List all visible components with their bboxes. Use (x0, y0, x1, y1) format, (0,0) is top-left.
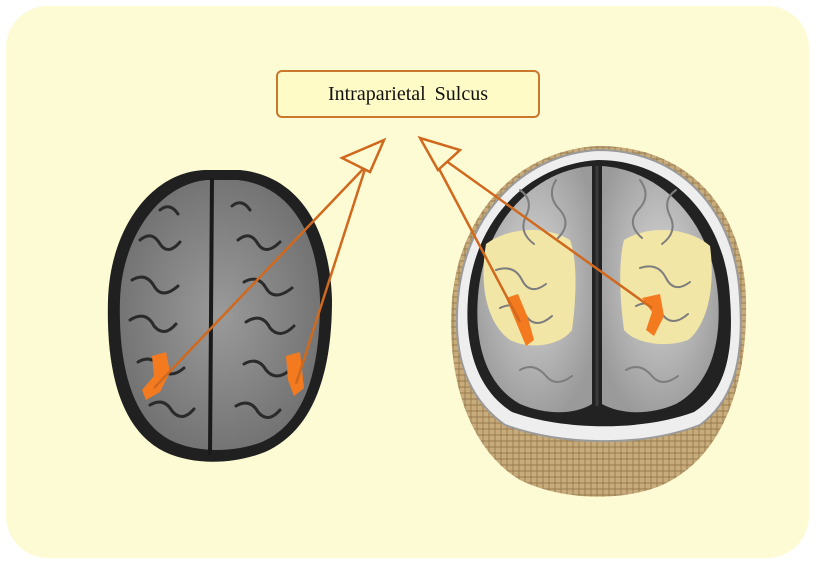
parietal-cortex-right (620, 229, 712, 345)
arrow-line-4 (427, 146, 653, 310)
ips-highlight-left-slice (142, 352, 170, 400)
brain-render-3d (451, 146, 747, 497)
arrow-line-2 (294, 165, 368, 385)
arrowhead-left (339, 137, 387, 174)
mri-slice (107, 170, 332, 462)
label-box: Intraparietal Sulcus (276, 70, 540, 118)
label-text: Intraparietal Sulcus (327, 82, 489, 105)
arrow-line-3 (426, 147, 522, 323)
ips-highlight-right-slice (286, 352, 304, 396)
arrowhead-right (417, 135, 463, 172)
arrow-line-1 (153, 165, 367, 389)
arrows (153, 146, 653, 389)
